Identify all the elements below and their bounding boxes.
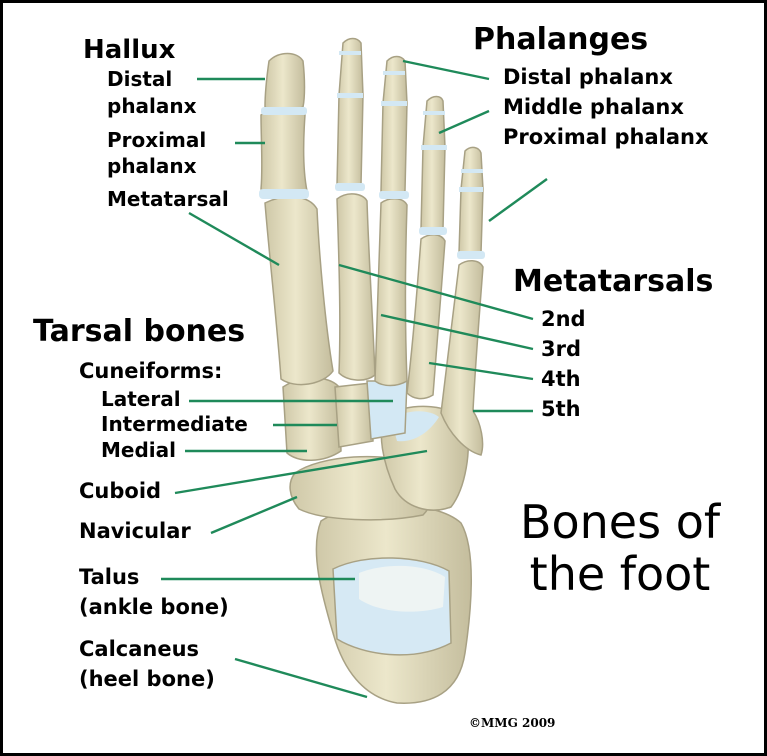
p3-cartilage-b xyxy=(381,101,407,106)
leader-metatarsal-4 xyxy=(428,361,534,381)
phalanges-2-bone xyxy=(336,37,364,191)
leader-cuboid xyxy=(174,449,428,495)
leader-metatarsal-2 xyxy=(338,263,534,321)
leader-calcaneus xyxy=(234,657,368,699)
hallux-metatarsal-bone xyxy=(264,196,334,386)
p2-cartilage-b xyxy=(337,93,363,98)
metatarsal-5-bone xyxy=(440,260,484,456)
foot-illustration xyxy=(161,37,548,704)
label-metatarsal-4: 4th xyxy=(541,367,581,391)
label-intermediate-cuneiform: Intermediate xyxy=(101,412,248,436)
label-calcaneus: Calcaneus xyxy=(79,637,200,661)
metatarsal-4-bone xyxy=(406,234,446,400)
p5-cartilage-b xyxy=(459,187,483,192)
diagram-title: Bones of the foot xyxy=(519,495,721,601)
label-calcaneus-common: (heel bone) xyxy=(79,667,215,691)
p5-cartilage-a xyxy=(461,169,483,173)
p2-cartilage-a xyxy=(339,51,361,55)
leader-hallux-metatarsal xyxy=(188,211,280,267)
talus-head xyxy=(359,565,445,612)
label-navicular: Navicular xyxy=(79,519,191,543)
label-medial-cuneiform: Medial xyxy=(101,438,176,462)
leader-distal-phalanx xyxy=(402,59,490,81)
copyright-notice: ©MMG 2009 xyxy=(469,716,556,730)
phalanges-5-bone xyxy=(458,146,484,259)
label-metatarsal-2: 2nd xyxy=(541,307,586,331)
p5-cartilage-c xyxy=(457,251,485,259)
leader-lines xyxy=(161,59,548,699)
p4-cartilage-a xyxy=(423,111,445,115)
hallux-proximal-phalanx-bone xyxy=(260,108,308,198)
label-middle-phalanx: Middle phalanx xyxy=(503,95,684,119)
label-hallux-proximal-line1: Proximal xyxy=(107,128,207,152)
p3-cartilage-c xyxy=(379,191,409,199)
label-lateral-cuneiform: Lateral xyxy=(101,387,181,411)
leader-metatarsal-3 xyxy=(380,313,534,351)
p3-cartilage-a xyxy=(383,71,405,75)
hallux-mtp-cartilage xyxy=(259,189,309,199)
label-talus-common: (ankle bone) xyxy=(79,595,229,619)
label-hallux-distal-line2: phalanx xyxy=(107,94,197,118)
p4-cartilage-c xyxy=(419,227,447,235)
metatarsal-2-bone xyxy=(336,193,376,381)
intermediate-cuneiform-bone xyxy=(334,382,374,448)
label-distal-phalanx: Distal phalanx xyxy=(503,65,673,89)
label-cuboid: Cuboid xyxy=(79,479,162,503)
label-metatarsal-5: 5th xyxy=(541,397,581,421)
metatarsal-3-bone xyxy=(374,198,408,387)
label-phalanges: Phalanges xyxy=(473,22,649,57)
hallux-joint-cartilage xyxy=(261,107,307,115)
label-hallux: Hallux xyxy=(83,35,176,65)
phalanges-3-bone xyxy=(380,55,408,197)
leader-middle-phalanx xyxy=(438,109,490,135)
leader-proximal-phalanx xyxy=(488,178,548,222)
leader-navicular xyxy=(210,495,298,535)
hallux-distal-phalanx-bone xyxy=(264,52,306,113)
label-metatarsal-3: 3rd xyxy=(541,337,582,361)
label-proximal-phalanx: Proximal phalanx xyxy=(503,125,709,149)
phalanges-4-bone xyxy=(420,95,446,235)
medial-cuneiform-bone xyxy=(282,377,342,461)
label-cuneiforms: Cuneiforms: xyxy=(79,359,223,383)
label-hallux-distal-line1: Distal xyxy=(107,67,173,91)
label-metatarsals: Metatarsals xyxy=(513,264,714,299)
label-hallux-proximal-line2: phalanx xyxy=(107,154,197,178)
p4-cartilage-b xyxy=(421,145,447,150)
p2-cartilage-c xyxy=(335,183,365,191)
label-talus: Talus xyxy=(79,565,140,589)
lateral-cuneiform-bone xyxy=(366,380,408,440)
label-tarsal-bones: Tarsal bones xyxy=(33,314,246,349)
label-hallux-metatarsal: Metatarsal xyxy=(107,187,229,211)
